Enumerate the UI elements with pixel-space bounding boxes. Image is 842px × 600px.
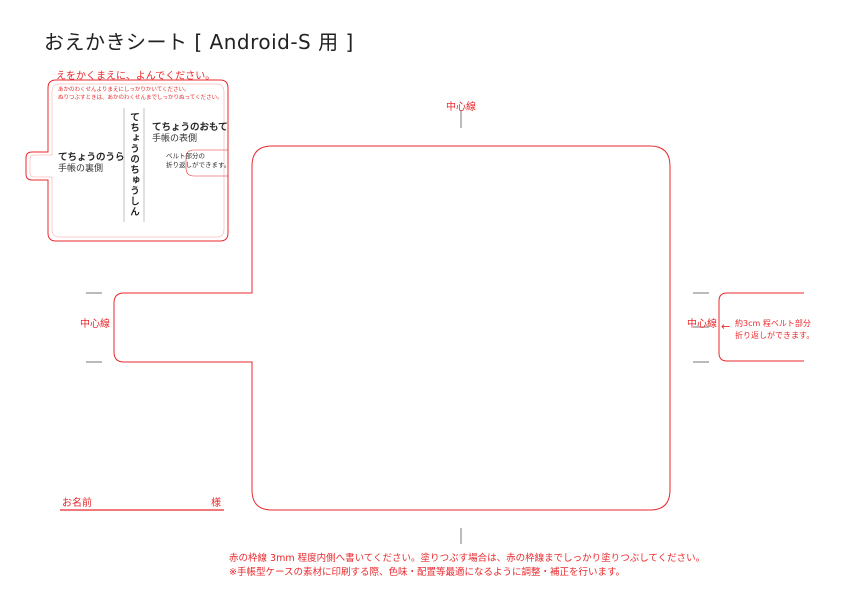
instruction-heading: えをかくまえに、よんでください。 [56, 71, 216, 82]
center-label-left: 中心線 [80, 319, 110, 330]
mini-note-2: ぬりつぶすときは、あかのわくせんまでしっかりぬってください。 [58, 95, 223, 101]
name-label: お名前 [62, 498, 92, 509]
back-label: てちょうのうら [58, 152, 125, 163]
back-sub-label: 手帳の裏側 [58, 164, 104, 174]
mini-belt-fold [185, 149, 228, 177]
front-label: てちょうのおもて [152, 122, 228, 133]
footer-note-2: ※手帳型ケースの素材に印刷する際、色味・配置等最適になるように調整・補正を行いま… [229, 567, 626, 578]
page-title: おえかきシート [ Android-S 用 ] [44, 30, 354, 54]
mini-preview-inner [29, 83, 225, 238]
mini-preview-outline [25, 79, 229, 242]
arrow-left-icon: ← [721, 320, 731, 333]
center-label-right: 中心線 [687, 319, 717, 330]
honorific-label: 様 [211, 498, 221, 509]
belt-note-mini-1: ベルト部分の [166, 152, 205, 160]
front-sub-label: 手帳の表側 [152, 134, 198, 144]
side-note-2: 折り返しができます。 [735, 331, 815, 340]
belt-flap-outline [718, 292, 804, 362]
spine-label: てちょうのちゅうしん [128, 112, 139, 217]
side-note-1: 約3cm 程ベルト部分 [735, 319, 811, 328]
mini-note-1: あかのわくせんよりまえにしっかりかいてください。 [58, 87, 190, 93]
main-case-outline [113, 145, 671, 511]
belt-note-mini-2: 折り返しができます。 [166, 161, 231, 169]
center-label-top: 中心線 [446, 102, 476, 113]
footer-note-1: 赤の枠線 3mm 程度内側へ書いてください。塗りつぶす場合は、赤の枠線までしっか… [229, 553, 706, 564]
